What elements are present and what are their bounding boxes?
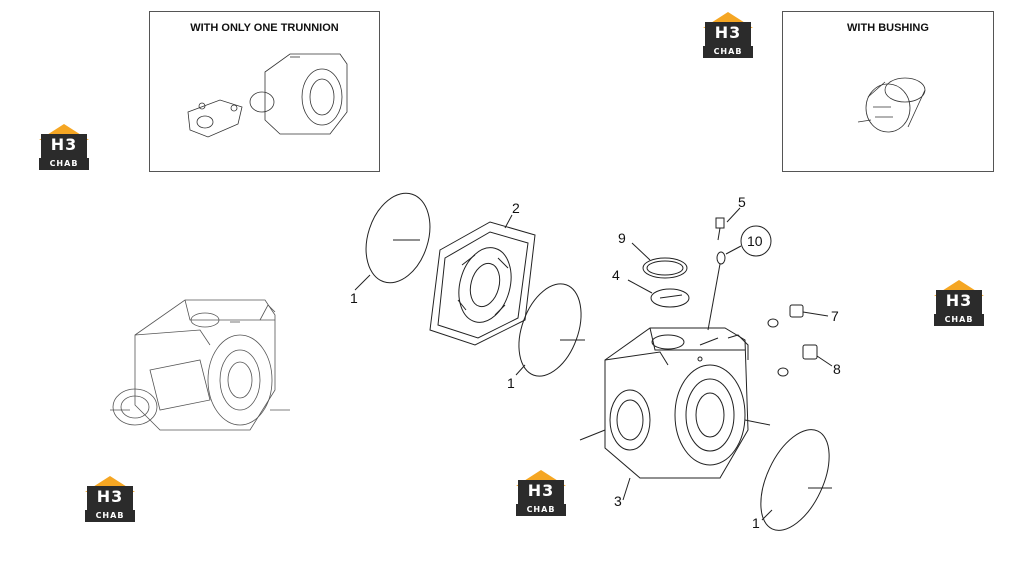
plug-8 <box>777 344 833 377</box>
o-ring-1a <box>354 192 431 291</box>
logo-house-icon <box>934 280 984 326</box>
callout-1-right: 1 <box>752 515 760 531</box>
callout-5: 5 <box>738 194 746 210</box>
callout-3: 3 <box>614 493 622 509</box>
logo-house-icon <box>39 124 89 170</box>
cover-plate-2 <box>429 214 536 346</box>
callout-4: 4 <box>612 267 620 283</box>
inset-one-trunnion: WITH ONLY ONE TRUNNION <box>149 11 380 172</box>
inset-with-bushing: WITH BUSHING <box>782 11 994 172</box>
brand-logo: H3 CHAB <box>930 278 988 328</box>
logo-house-icon <box>516 470 566 516</box>
brand-logo: H3 CHAB <box>81 474 139 524</box>
o-ring-1b <box>515 283 585 377</box>
callout-10: 10 <box>747 233 763 249</box>
snap-ring-9 <box>631 242 688 279</box>
plug-7 <box>767 304 829 328</box>
bushing-drawing <box>857 77 926 133</box>
o-ring-1c <box>760 429 832 531</box>
trunnion-drawing <box>187 53 348 138</box>
callout-1-middle: 1 <box>507 375 515 391</box>
fitting-10 <box>707 225 772 331</box>
callout-9: 9 <box>618 230 626 246</box>
logo-house-icon <box>85 476 135 522</box>
inset-one-trunnion-title: WITH ONLY ONE TRUNNION <box>190 22 339 34</box>
main-housing-3 <box>579 327 771 501</box>
cap-4 <box>627 279 690 308</box>
callout-8: 8 <box>833 361 841 377</box>
brand-logo: H3 CHAB <box>699 10 757 60</box>
brand-logo: H3 CHAB <box>512 468 570 518</box>
logo-house-icon <box>703 12 753 58</box>
brand-logo: H3 CHAB <box>35 122 93 172</box>
callout-1-left: 1 <box>350 290 358 306</box>
breather-5 <box>715 207 741 241</box>
callout-2: 2 <box>512 200 520 216</box>
callout-7: 7 <box>831 308 839 324</box>
inset-with-bushing-title: WITH BUSHING <box>847 22 929 34</box>
reference-housing-left <box>110 299 290 431</box>
